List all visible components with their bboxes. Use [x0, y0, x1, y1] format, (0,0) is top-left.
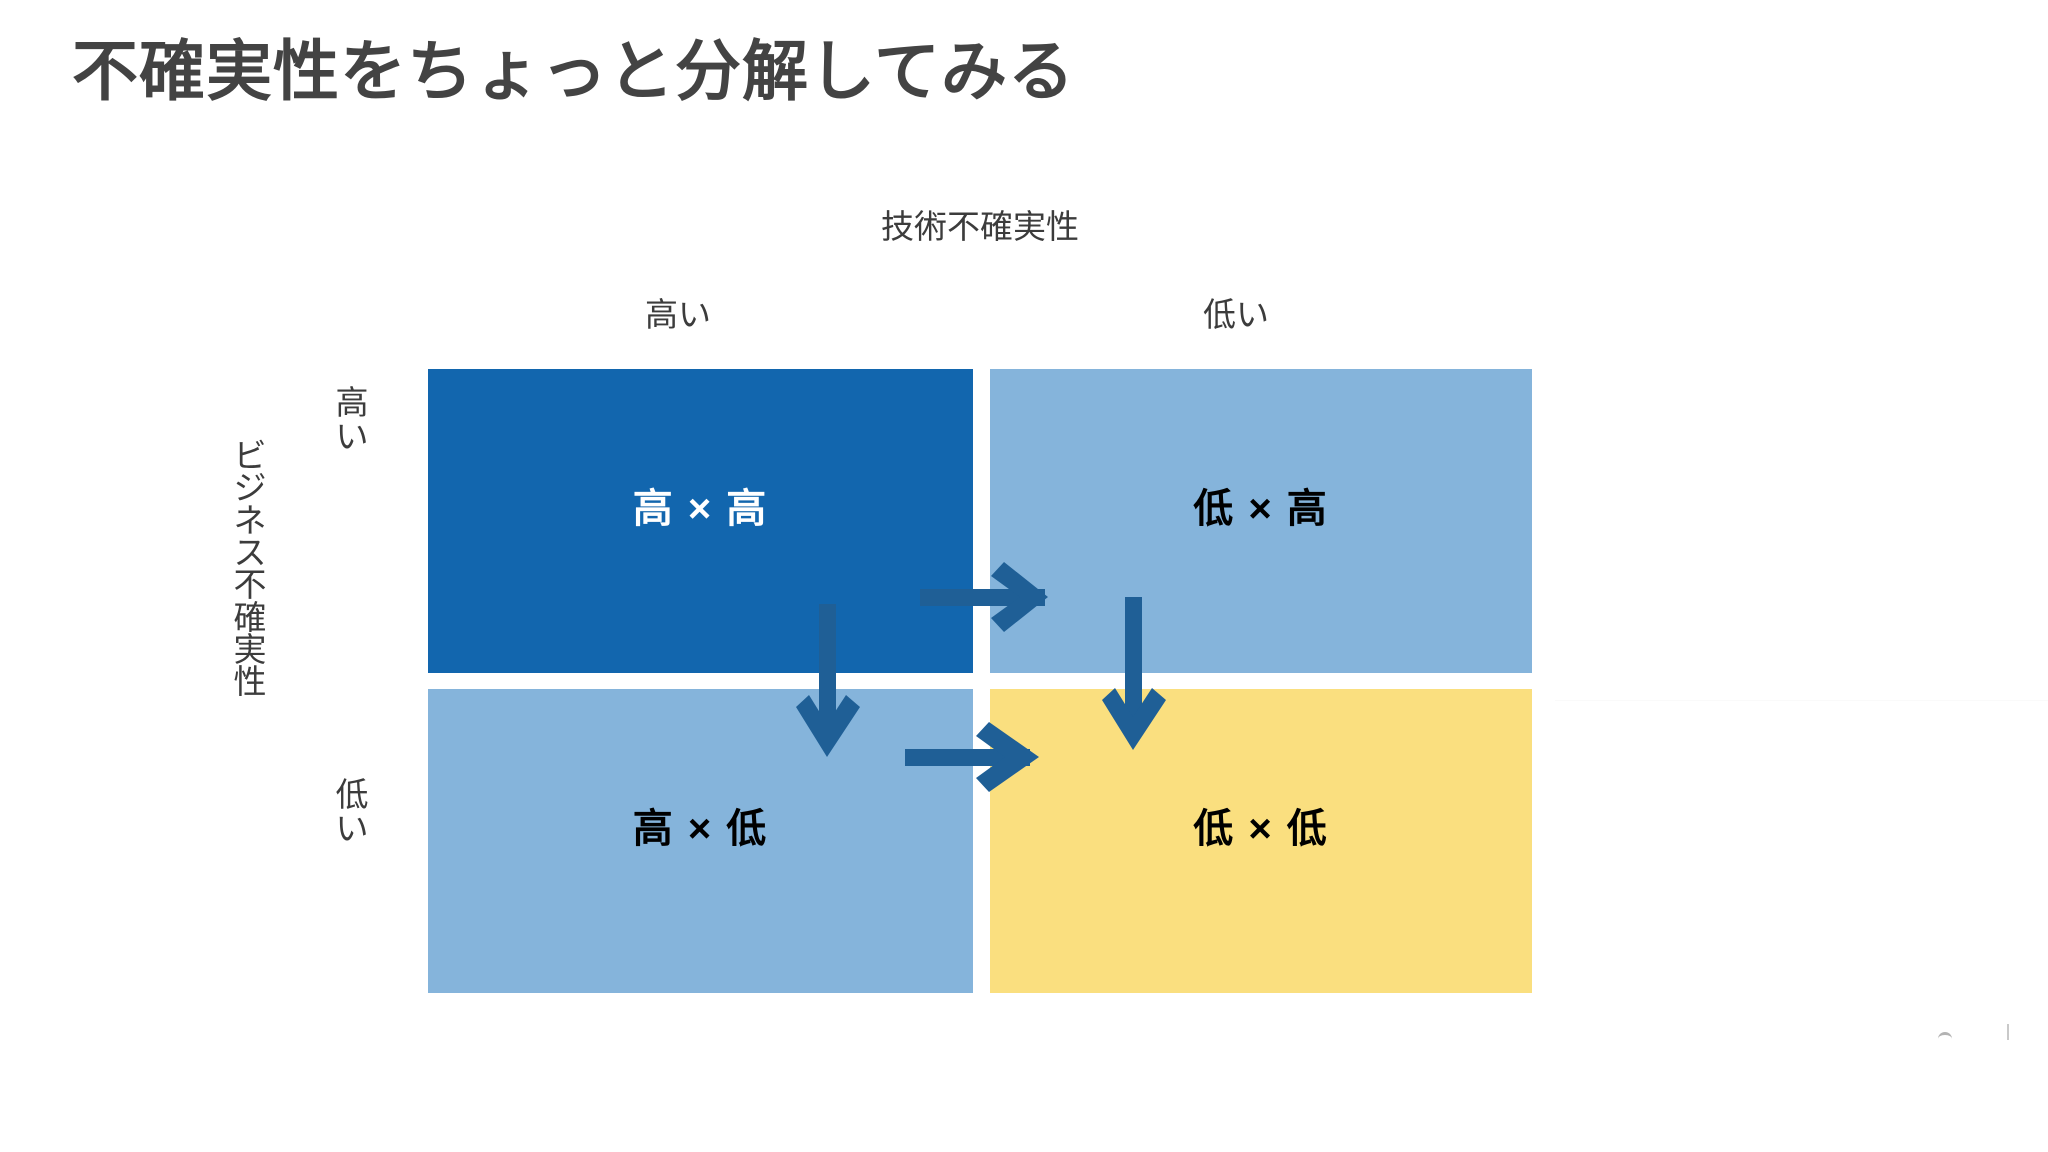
quadrant-label: 高 × 高: [632, 487, 769, 531]
render-artifact-band: [1555, 700, 2048, 701]
y-axis-char: ネ: [233, 501, 267, 539]
quadrant-label: 低 × 高: [1193, 487, 1329, 531]
row-header-char: 低: [335, 776, 369, 813]
quadrant-low-high[interactable]: 低 × 高: [990, 369, 1532, 673]
y-axis-char: ビ: [233, 437, 267, 474]
row-header-char: い: [335, 809, 369, 847]
row-header-char: い: [335, 417, 369, 455]
y-axis-label: ビ ジ ネ ス 不 確 実 性: [222, 437, 278, 701]
uncertainty-matrix: 高 × 高 低 × 高 高 × 低 低 × 低: [428, 369, 1532, 993]
quadrant-high-low[interactable]: 高 × 低: [428, 689, 973, 993]
column-header-high: 高い: [645, 296, 711, 333]
y-axis-char: 確: [233, 598, 267, 636]
y-axis-char: 不: [233, 566, 267, 604]
quadrant-high-high[interactable]: 高 × 高: [428, 369, 973, 673]
y-axis-char: ジ: [233, 469, 267, 507]
column-header-low: 低い: [1203, 296, 1269, 333]
y-axis-char: ス: [233, 533, 267, 571]
render-artifact-tick: [2007, 1024, 2009, 1040]
quadrant-low-low[interactable]: 低 × 低: [990, 689, 1532, 993]
page-title: 不確実性をちょっと分解してみる: [72, 34, 1076, 108]
row-header-char: 高: [335, 384, 369, 421]
x-axis-label: 技術不確実性: [881, 208, 1079, 245]
quadrant-label: 低 × 低: [1193, 807, 1329, 851]
row-header-high: 高 い: [324, 386, 380, 453]
y-axis-char: 実: [233, 630, 267, 668]
quadrant-label: 高 × 低: [632, 807, 769, 851]
y-axis-char: 性: [233, 663, 267, 701]
render-artifact-caret: [1938, 1032, 1952, 1042]
row-header-low: 低 い: [324, 778, 380, 845]
